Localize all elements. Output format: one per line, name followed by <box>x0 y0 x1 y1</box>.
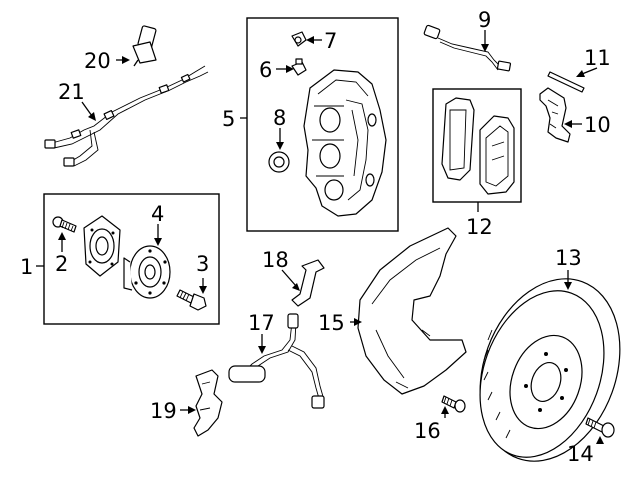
callout-20: 20 <box>84 49 111 73</box>
callout-11: 11 <box>584 46 611 70</box>
callout-3: 3 <box>196 252 209 276</box>
callout-6: 6 <box>259 58 272 82</box>
shield-bolt-icon <box>441 395 466 413</box>
splash-shield-icon <box>357 227 467 395</box>
wheel-bearing-icon <box>83 215 121 277</box>
leader-lines <box>36 30 604 444</box>
callout-8: 8 <box>273 106 286 130</box>
guide-pin-icon <box>547 71 585 93</box>
caliper-group-box <box>246 17 399 232</box>
wear-sensor-icon <box>423 24 512 72</box>
callout-21: 21 <box>58 80 85 104</box>
brake-hose-icon <box>228 313 325 409</box>
callout-19: 19 <box>150 399 177 423</box>
callout-13: 13 <box>555 246 582 270</box>
sensor-harness-icon <box>44 65 209 167</box>
callout-4: 4 <box>151 202 164 226</box>
callout-2: 2 <box>55 252 68 276</box>
callout-labels: 1 2 3 4 5 6 7 8 9 10 11 12 13 14 15 16 1… <box>20 8 611 466</box>
wheel-bolt-icon <box>585 417 615 438</box>
brake-caliper-icon <box>303 69 387 217</box>
callout-15: 15 <box>318 311 345 335</box>
callout-7: 7 <box>324 29 337 53</box>
callout-1: 1 <box>20 255 33 279</box>
callout-17: 17 <box>248 311 275 335</box>
hub-bolt-icon <box>52 216 77 233</box>
brake-rotor-icon <box>479 278 621 462</box>
pad-clip-icon <box>539 87 571 143</box>
mount-bracket-icon <box>193 369 223 437</box>
caliper-seal-icon <box>268 151 290 173</box>
callout-10: 10 <box>584 113 611 137</box>
callout-12: 12 <box>466 215 493 239</box>
callout-16: 16 <box>414 419 441 443</box>
callout-5: 5 <box>222 107 235 131</box>
brake-pads-icon <box>441 97 515 195</box>
abs-sensor-icon <box>132 25 157 67</box>
axle-bolt-icon <box>176 289 207 311</box>
hub-group-box <box>43 193 220 325</box>
pads-group-box <box>432 88 522 203</box>
caliper-bolt-icon <box>291 31 307 47</box>
callout-14: 14 <box>567 442 594 466</box>
callout-9: 9 <box>478 8 491 32</box>
wheel-hub-icon <box>123 245 171 299</box>
hose-bracket-icon <box>291 259 325 307</box>
bleeder-screw-icon <box>291 58 307 76</box>
callout-18: 18 <box>262 248 289 272</box>
